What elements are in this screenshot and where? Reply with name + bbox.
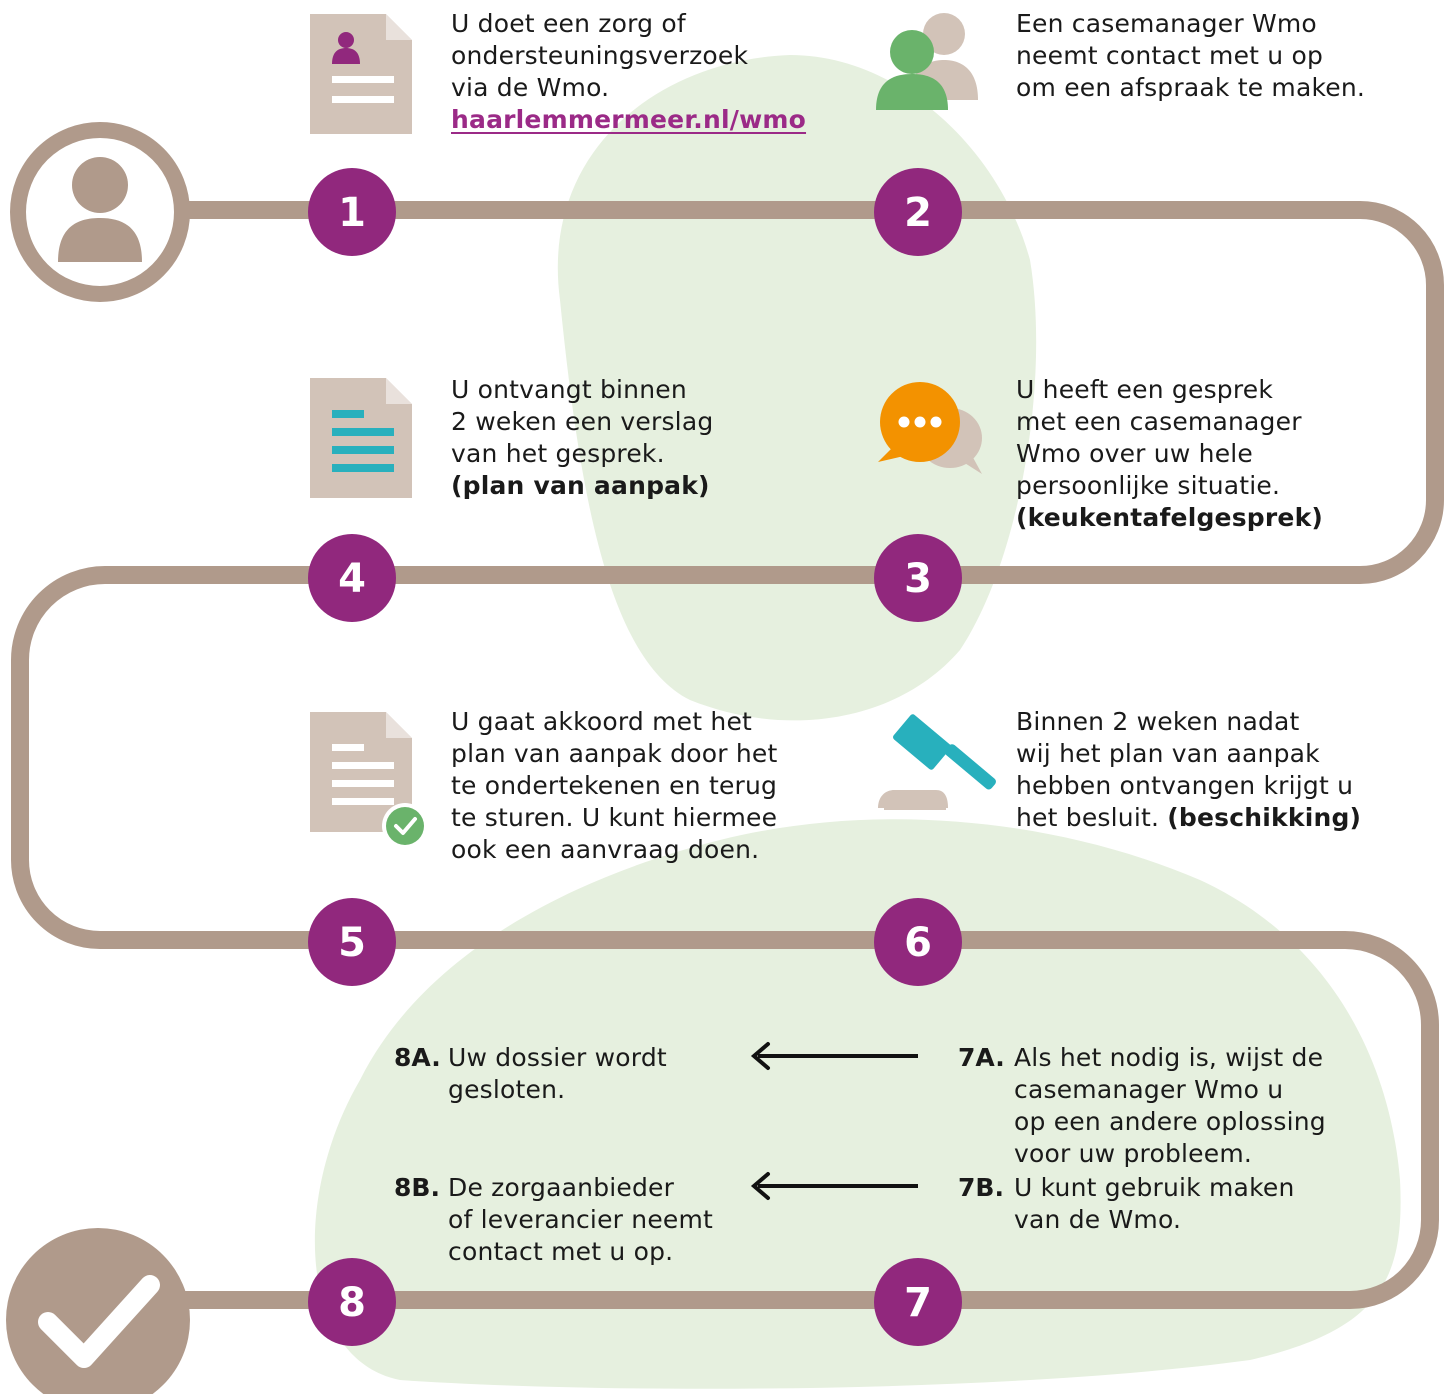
step-2-line: Een casemanager Wmo [1016,9,1317,38]
step-6-line: Binnen 2 weken nadat [1016,707,1300,736]
outcome-8b-line: De zorgaanbieder [448,1173,675,1202]
step-4-line: 2 weken een verslag [451,407,714,436]
outcome-8a-line: gesloten. [448,1075,566,1104]
step-5-line: plan van aanpak door het [451,739,778,768]
step-number-8: 8 [338,1280,366,1326]
start-person-icon [10,122,190,302]
outcome-8a-label: 8A. [394,1043,441,1072]
outcome-7a-text: Als het nodig is, wijst de casemanager W… [1014,1042,1326,1170]
step-3-line: U heeft een gesprek [1016,375,1274,404]
step-4-line: van het gesprek. [451,439,665,468]
background-blob-bottom [314,819,1401,1389]
outcome-8b-text: De zorgaanbieder of leverancier neemt co… [448,1172,713,1268]
step-5-line: te ondertekenen en terug [451,771,778,800]
outcome-8b-line: of leverancier neemt [448,1205,714,1234]
step-3-bold: (keukentafelgesprek) [1016,503,1324,532]
end-checkmark-icon [6,1228,190,1394]
step-1-line: U doet een zorg of [451,9,686,38]
step-circle-5: 5 [308,898,396,986]
chat-bubbles-icon [878,382,982,474]
people-icon [876,13,978,110]
step-5-line: te sturen. U kunt hiermee [451,803,778,832]
step-number-2: 2 [904,190,932,236]
step-1-line: via de Wmo. [451,73,610,102]
step-number-1: 1 [338,190,366,236]
step-3-line: persoonlijke situatie. [1016,471,1281,500]
journey-path [11,201,1444,1309]
step-2-text: Een casemanager Wmo neemt contact met u … [1016,8,1365,104]
step-5-text: U gaat akkoord met het plan van aanpak d… [451,706,777,866]
step-5-line: ook een aanvraag doen. [451,835,760,864]
signed-document-icon [310,712,428,849]
step-circle-8: 8 [308,1258,396,1346]
step-number-6: 6 [904,920,932,966]
step-circle-1: 1 [308,168,396,256]
step-2-line: neemt contact met u op [1016,41,1324,70]
step-6-line: het besluit. [1016,803,1160,832]
step-3-line: met een casemanager [1016,407,1302,436]
outcome-7a-line: voor uw probleem. [1014,1139,1253,1168]
outcome-7b-label: 7B. [958,1173,1004,1202]
step-circle-3: 3 [874,534,962,622]
step-1-text: U doet een zorg of ondersteuningsverzoek… [451,8,806,136]
arrow-7b-to-8b [750,1172,918,1200]
step-number-3: 3 [904,556,932,602]
step-circle-6: 6 [874,898,962,986]
step-circle-7: 7 [874,1258,962,1346]
outcome-7b-line: U kunt gebruik maken [1014,1173,1295,1202]
step-1-line: ondersteuningsverzoek [451,41,749,70]
outcome-7a-line: op een andere oplossing [1014,1107,1326,1136]
outcome-8a-text: Uw dossier wordt gesloten. [448,1042,667,1106]
step-4-text: U ontvangt binnen 2 weken een verslag va… [451,374,713,502]
step-4-line: U ontvangt binnen [451,375,687,404]
wmo-website-link[interactable]: haarlemmermeer.nl/wmo [451,105,807,134]
step-6-bold: (beschikking) [1167,803,1362,832]
step-circle-4: 4 [308,534,396,622]
report-document-icon [310,378,412,498]
user-document-icon [310,14,412,134]
outcome-7a-line: Als het nodig is, wijst de [1014,1043,1324,1072]
arrow-7a-to-8a [750,1042,918,1070]
step-number-7: 7 [904,1280,932,1326]
step-6-line: hebben ontvangen krijgt u [1016,771,1354,800]
outcome-7b-line: van de Wmo. [1014,1205,1182,1234]
outcome-8a-line: Uw dossier wordt [448,1043,667,1072]
step-circle-2: 2 [874,168,962,256]
outcome-7a-label: 7A. [958,1043,1005,1072]
outcome-8b-line: contact met u op. [448,1237,674,1266]
gavel-icon [878,714,996,810]
outcome-7a-line: casemanager Wmo u [1014,1075,1284,1104]
outcome-7b-text: U kunt gebruik maken van de Wmo. [1014,1172,1295,1236]
step-6-text: Binnen 2 weken nadat wij het plan van aa… [1016,706,1361,834]
step-2-line: om een afspraak te maken. [1016,73,1366,102]
step-5-line: U gaat akkoord met het [451,707,753,736]
step-number-4: 4 [338,556,366,602]
step-3-line: Wmo over uw hele [1016,439,1254,468]
outcome-8b-label: 8B. [394,1173,440,1202]
step-3-text: U heeft een gesprek met een casemanager … [1016,374,1323,534]
step-number-5: 5 [338,920,366,966]
step-4-bold: (plan van aanpak) [451,471,710,500]
step-6-line: wij het plan van aanpak [1016,739,1320,768]
